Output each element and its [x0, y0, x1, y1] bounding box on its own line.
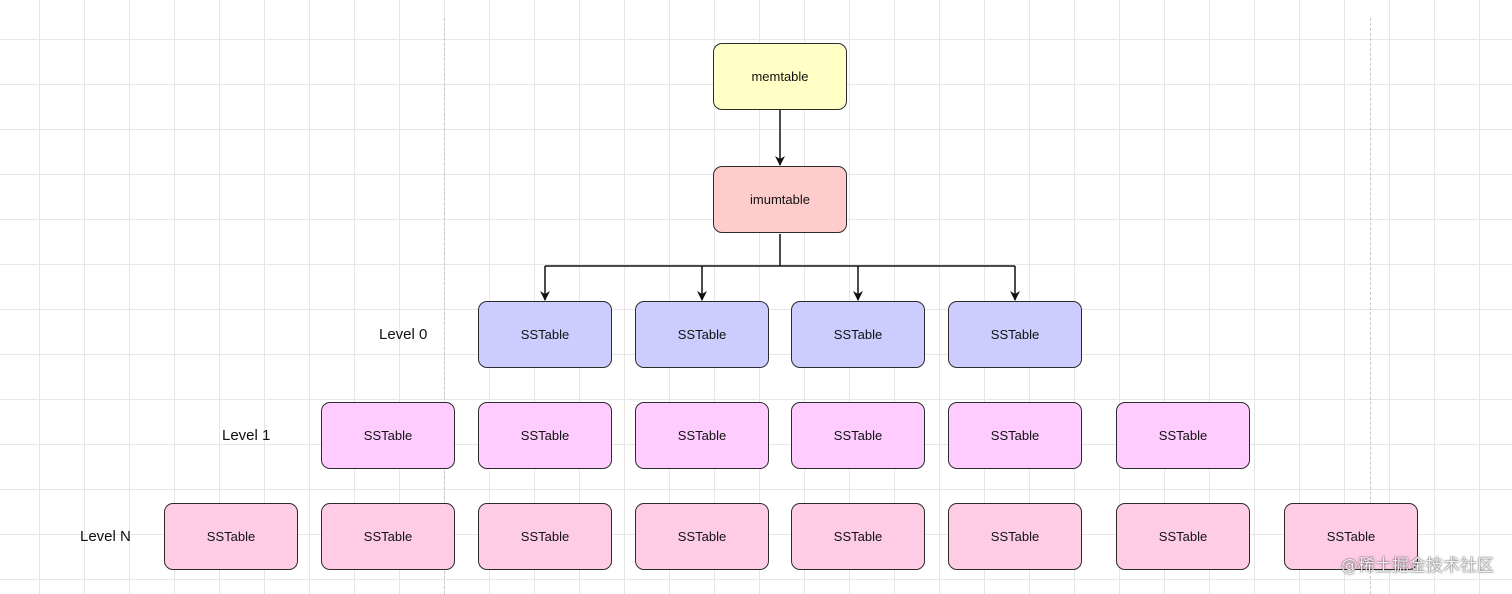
sstable-label: SSTable [990, 529, 1040, 544]
level-n-label: Level N [80, 528, 131, 545]
level-n-sstable: SSTable [1284, 503, 1418, 570]
sstable-label: SSTable [1326, 529, 1376, 544]
sstable-label: SSTable [363, 529, 413, 544]
level-n-sstable: SSTable [948, 503, 1082, 570]
level-1-sstable: SSTable [948, 402, 1082, 469]
sstable-label: SSTable [833, 327, 883, 342]
sstable-label: SSTable [206, 529, 256, 544]
sstable-label: SSTable [833, 428, 883, 443]
level-1-sstable: SSTable [635, 402, 769, 469]
watermark: @稀土掘金技术社区 [1341, 556, 1494, 576]
level-n-sstable: SSTable [1116, 503, 1250, 570]
level-1-label: Level 1 [222, 427, 271, 444]
immutable-memtable-node: imumtable [713, 166, 847, 233]
memtable-label: memtable [751, 69, 809, 84]
level-n-sstable: SSTable [321, 503, 455, 570]
sstable-label: SSTable [677, 428, 727, 443]
level-n-sstable: SSTable [791, 503, 925, 570]
sstable-label: SSTable [520, 529, 570, 544]
sstable-label: SSTable [990, 428, 1040, 443]
level-n-sstable: SSTable [478, 503, 612, 570]
level-0-sstable: SSTable [478, 301, 612, 368]
level-0-label: Level 0 [379, 326, 428, 343]
sstable-label: SSTable [520, 428, 570, 443]
level-1-sstable: SSTable [478, 402, 612, 469]
level-1-sstable: SSTable [321, 402, 455, 469]
level-1-sstable: SSTable [1116, 402, 1250, 469]
guide-line-left [444, 18, 445, 594]
level-0-sstable: SSTable [791, 301, 925, 368]
memtable-node: memtable [713, 43, 847, 110]
sstable-label: SSTable [520, 327, 570, 342]
immutable-label: imumtable [750, 192, 810, 207]
sstable-label: SSTable [1158, 529, 1208, 544]
sstable-label: SSTable [677, 529, 727, 544]
sstable-label: SSTable [1158, 428, 1208, 443]
sstable-label: SSTable [833, 529, 883, 544]
level-1-sstable: SSTable [791, 402, 925, 469]
level-n-sstable: SSTable [164, 503, 298, 570]
sstable-label: SSTable [677, 327, 727, 342]
sstable-label: SSTable [990, 327, 1040, 342]
guide-line-right [1370, 18, 1371, 594]
level-0-sstable: SSTable [948, 301, 1082, 368]
level-0-sstable: SSTable [635, 301, 769, 368]
level-n-sstable: SSTable [635, 503, 769, 570]
sstable-label: SSTable [363, 428, 413, 443]
